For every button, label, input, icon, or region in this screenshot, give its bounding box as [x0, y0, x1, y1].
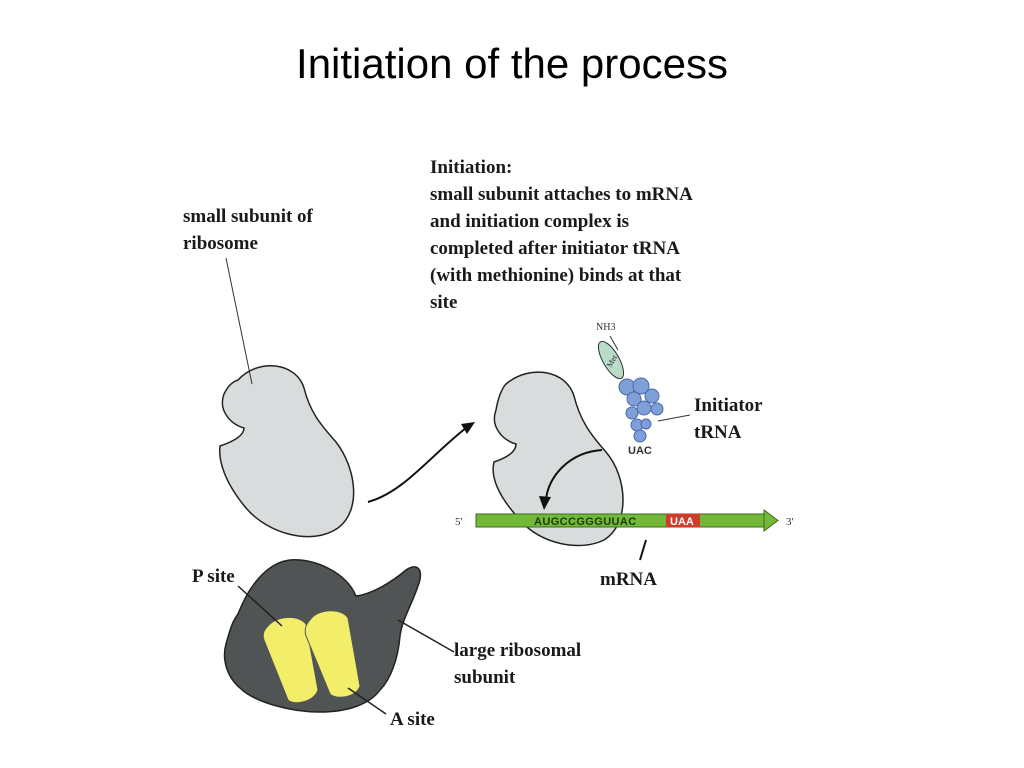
large-subunit-label-line-2: subunit	[454, 667, 516, 688]
small-subunit-label: small subunit of ribosome	[183, 203, 313, 257]
mrna-sequence: AUGCCGGGUUAC	[534, 516, 637, 528]
methionine-shape	[597, 340, 625, 380]
nh3-label: NH3	[596, 322, 615, 333]
initiation-description: Initiation: small subunit attaches to mR…	[430, 154, 693, 316]
anticodon-label: UAC	[628, 445, 652, 457]
mrna-pointer	[639, 539, 647, 561]
three-prime-label: 3'	[786, 516, 794, 528]
large-subunit-label-line-1: large ribosomal	[454, 640, 582, 661]
a-site-pointer	[347, 687, 387, 715]
stop-codon: UAA	[670, 516, 694, 528]
mrna-arrowhead	[763, 509, 779, 532]
initiation-text-line-3: completed after initiator tRNA	[430, 238, 680, 259]
slide-title: Initiation of the process	[296, 40, 728, 87]
initiator-trna-label-line-1: Initiator	[694, 395, 763, 416]
initiation-text-line-4: (with methionine) binds at that	[430, 265, 682, 286]
stop-codon-box	[666, 514, 700, 527]
small-subunit-label-line-2: ribosome	[183, 233, 258, 254]
initiation-text-line-2: and initiation complex is	[430, 211, 629, 232]
initiator-trna-label: Initiator tRNA	[694, 392, 763, 446]
p-site-pointer	[237, 585, 283, 627]
five-prime-label: 5'	[455, 516, 463, 528]
large-subunit-label: large ribosomal subunit	[454, 637, 581, 691]
initiation-text-line-1: small subunit attaches to mRNA	[430, 184, 693, 205]
trna-binding-arrow	[545, 449, 603, 501]
transition-arrow	[367, 427, 467, 503]
small-subunit-pointer	[225, 257, 253, 385]
transition-arrowhead	[461, 422, 475, 434]
p-site-shape	[262, 617, 319, 704]
a-site-shape	[304, 610, 361, 698]
small-subunit-shape	[218, 365, 355, 538]
a-site-label: A site	[390, 709, 435, 730]
p-site-label: P site	[192, 566, 235, 587]
initiation-text-line-5: site	[430, 292, 458, 313]
large-subunit-pointer	[397, 619, 455, 653]
initiator-trna-label-line-2: tRNA	[694, 422, 742, 443]
initiation-heading: Initiation:	[430, 157, 513, 178]
trna-binding-arrowhead	[539, 496, 551, 510]
trna-pointer	[657, 414, 691, 422]
bound-small-subunit-shape	[492, 371, 624, 547]
mrna-label: mRNA	[600, 569, 657, 590]
small-subunit-label-line-1: small subunit of	[183, 206, 313, 227]
initiator-trna: Met NH3 UAC	[596, 322, 664, 457]
